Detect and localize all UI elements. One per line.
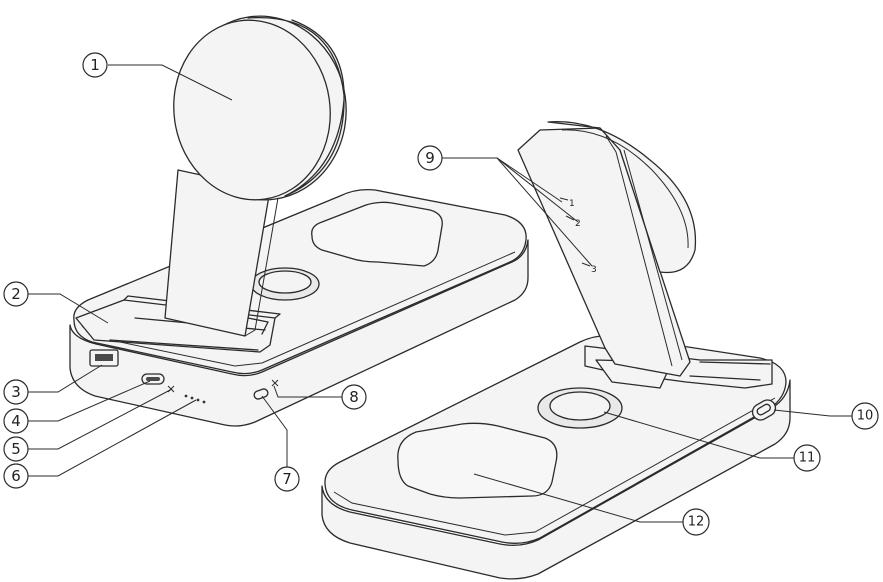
callout-11: 11 — [793, 444, 821, 472]
svg-text:8: 8 — [349, 388, 359, 406]
svg-text:2: 2 — [11, 285, 21, 303]
callout-5: 5 — [3, 436, 29, 462]
callout-7: 7 — [274, 466, 300, 492]
svg-text:10: 10 — [857, 409, 874, 424]
angle-mark-1: 1 — [569, 199, 575, 209]
svg-text:9: 9 — [425, 149, 435, 167]
svg-text:5: 5 — [11, 440, 21, 458]
left-charger-unit — [69, 15, 529, 427]
svg-text:6: 6 — [11, 467, 21, 485]
callout-9: 9 — [417, 145, 443, 171]
callout-8: 8 — [341, 384, 367, 410]
callout-12: 12 — [682, 508, 710, 536]
right-charger-unit: 1 2 3 — [321, 121, 791, 580]
svg-text:1: 1 — [90, 56, 100, 74]
callout-3: 3 — [3, 379, 29, 405]
callout-1: 1 — [82, 52, 108, 78]
callout-lines — [28, 64, 852, 523]
angle-mark-3: 3 — [591, 265, 597, 275]
svg-text:11: 11 — [799, 451, 816, 466]
svg-text:7: 7 — [282, 470, 292, 488]
svg-text:12: 12 — [688, 515, 705, 530]
callout-6: 6 — [3, 463, 29, 489]
svg-text:3: 3 — [11, 383, 21, 401]
callout-2: 2 — [3, 281, 29, 307]
callout-10: 10 — [851, 402, 879, 430]
svg-text:4: 4 — [11, 412, 21, 430]
callout-4: 4 — [3, 408, 29, 434]
angle-mark-2: 2 — [575, 219, 581, 229]
angle-marks: 1 2 3 — [559, 197, 597, 275]
